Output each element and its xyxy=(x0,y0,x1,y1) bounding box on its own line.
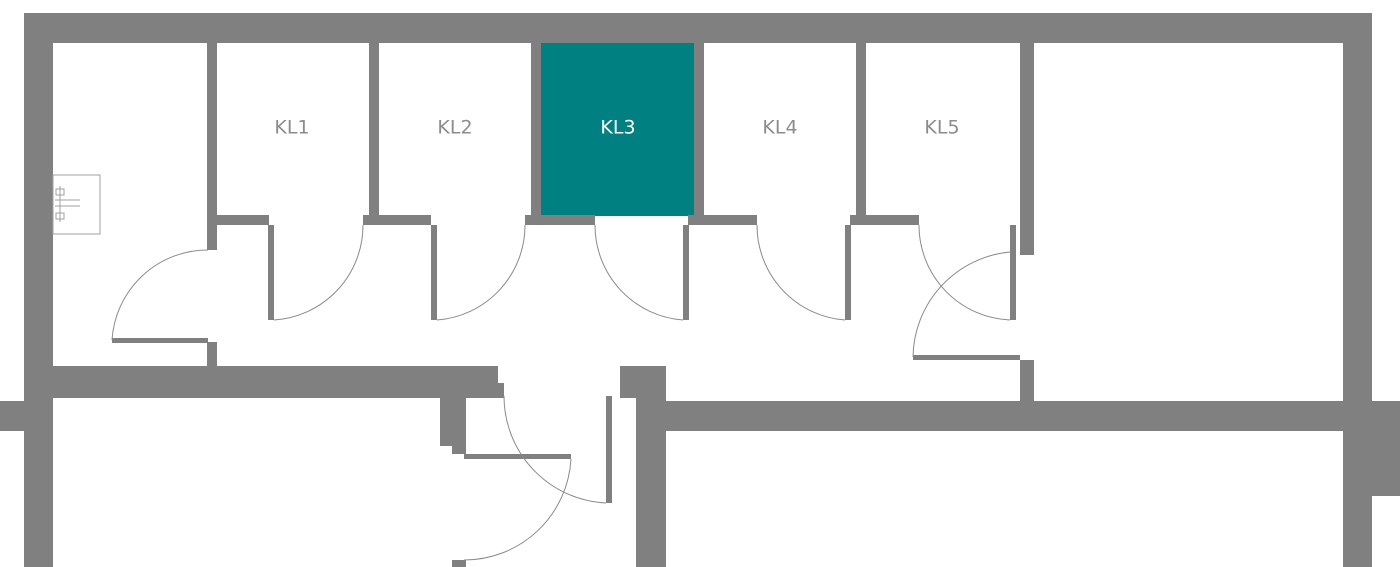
wall-left xyxy=(24,13,53,567)
partition-5 xyxy=(856,43,866,223)
door-swing-kl4 xyxy=(756,224,846,321)
corridor-jamb-left-notch xyxy=(452,428,466,454)
door-leaf-bottom xyxy=(452,560,466,567)
wall-stub-left xyxy=(0,401,26,431)
electrical-panel-icon xyxy=(52,174,101,235)
partition-2 xyxy=(369,43,379,223)
door-leaf-kl5 xyxy=(1010,225,1016,320)
corridor-column-right xyxy=(636,366,666,567)
corridor-wall-right xyxy=(665,401,1345,431)
partition-walls xyxy=(207,43,1034,401)
corridor-wall-left xyxy=(53,366,498,398)
door-swing-kl3 xyxy=(594,224,684,321)
wall-stub-right xyxy=(1370,401,1400,496)
door-leaf-kl4 xyxy=(845,225,851,320)
room-labels: KL1 KL2 KL3 KL4 KL5 xyxy=(274,117,959,139)
door-leaf-corridor-left xyxy=(464,454,571,459)
door-swing-corridor-right xyxy=(503,395,607,504)
outer-walls xyxy=(0,13,1400,567)
front-kl2 xyxy=(363,215,431,225)
partition-4 xyxy=(694,43,704,223)
door-leaf-right-room xyxy=(913,355,1020,360)
front-kl3 xyxy=(525,215,595,225)
door-leaf-corridor-right xyxy=(606,396,612,503)
door-swing-left-room xyxy=(111,249,209,341)
front-kl5 xyxy=(850,215,919,225)
door-swing-kl5 xyxy=(918,224,1011,321)
door-swing-right-room xyxy=(912,251,1011,358)
room-label-kl2[interactable]: KL2 xyxy=(437,117,472,139)
room-label-kl5[interactable]: KL5 xyxy=(924,117,959,139)
door-swing-kl2 xyxy=(436,224,526,321)
wall-top xyxy=(24,13,1372,43)
partition-6-low xyxy=(1020,360,1034,401)
door-leaf-kl3 xyxy=(683,225,689,320)
room-kl3-highlight[interactable] xyxy=(541,42,694,216)
corridor-walls xyxy=(53,366,1345,567)
corridor-wall-step xyxy=(486,383,504,398)
closet-front-walls xyxy=(217,215,919,225)
partition-3 xyxy=(531,43,541,223)
door-leaf-left-room xyxy=(112,338,208,343)
door-swing-corridor-left xyxy=(463,458,572,561)
room-label-kl3[interactable]: KL3 xyxy=(600,117,635,139)
front-kl1 xyxy=(217,215,269,225)
room-label-kl4[interactable]: KL4 xyxy=(762,117,797,139)
partition-6 xyxy=(1020,43,1034,255)
door-leaves xyxy=(112,225,1020,567)
room-label-kl1[interactable]: KL1 xyxy=(274,117,309,139)
door-leaf-kl1 xyxy=(268,225,274,320)
partition-1 xyxy=(207,43,217,250)
front-kl4 xyxy=(688,215,757,225)
door-leaf-kl2 xyxy=(431,225,437,320)
wall-right xyxy=(1343,13,1372,567)
door-swing-kl1 xyxy=(273,224,364,321)
door-swings xyxy=(111,224,1011,561)
partition-1-low xyxy=(207,342,217,368)
